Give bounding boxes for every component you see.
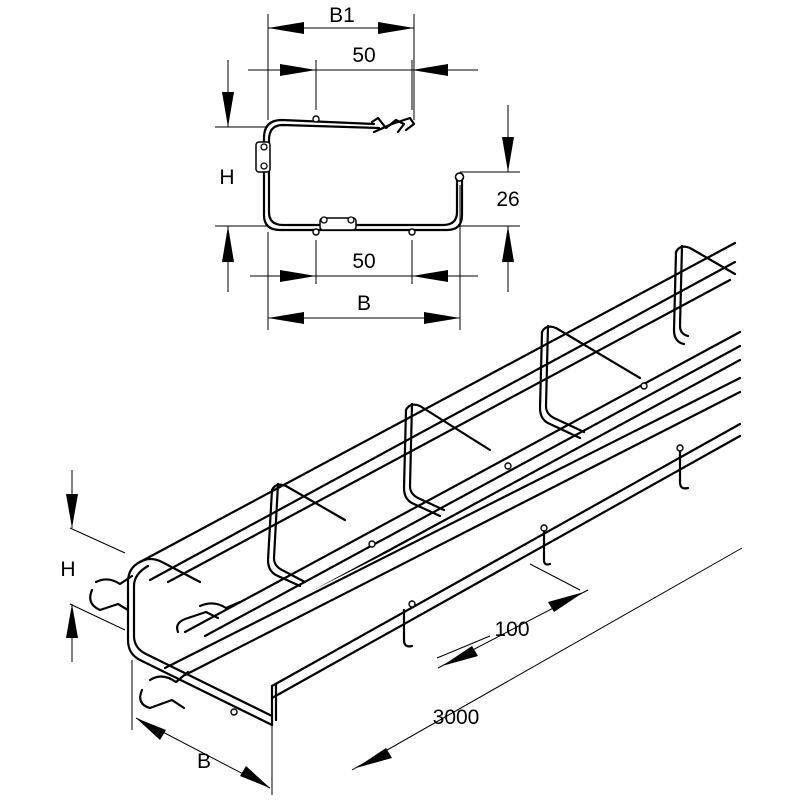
label-section-b: B: [357, 292, 371, 315]
label-b1: B1: [329, 4, 355, 27]
mesh-pitch-dimension: [437, 589, 589, 669]
label-26: 26: [496, 188, 519, 211]
length-dimension: [356, 748, 392, 768]
label-3000: 3000: [433, 706, 480, 729]
top-50-dimension: [248, 64, 478, 76]
iso-height-dimension: [66, 470, 78, 662]
label-section-h: H: [219, 166, 234, 189]
b1-dimension: [268, 22, 414, 34]
front-end-frame: [126, 557, 278, 727]
label-100: 100: [494, 618, 529, 641]
label-bottom-50: 50: [352, 250, 375, 273]
bottom-50-dimension: [250, 270, 478, 282]
connector-clamps: [89, 574, 242, 710]
b-dimension: [268, 312, 460, 324]
isometric-view: H 100 3000 B: [60, 240, 743, 795]
iso-width-dimension: [135, 717, 271, 789]
lip-height-dimension: [502, 105, 514, 292]
label-iso-h: H: [60, 558, 75, 581]
tray-profile: [255, 115, 465, 236]
label-iso-b: B: [197, 750, 211, 773]
transverse-frames: [266, 244, 737, 648]
longitudinal-wires: [137, 240, 743, 701]
section-height-dimension: [222, 60, 234, 292]
cross-section-view: B1 50 H 26 50 B: [215, 4, 520, 330]
mesh-nodes: [230, 382, 684, 716]
label-top-50: 50: [352, 44, 375, 67]
